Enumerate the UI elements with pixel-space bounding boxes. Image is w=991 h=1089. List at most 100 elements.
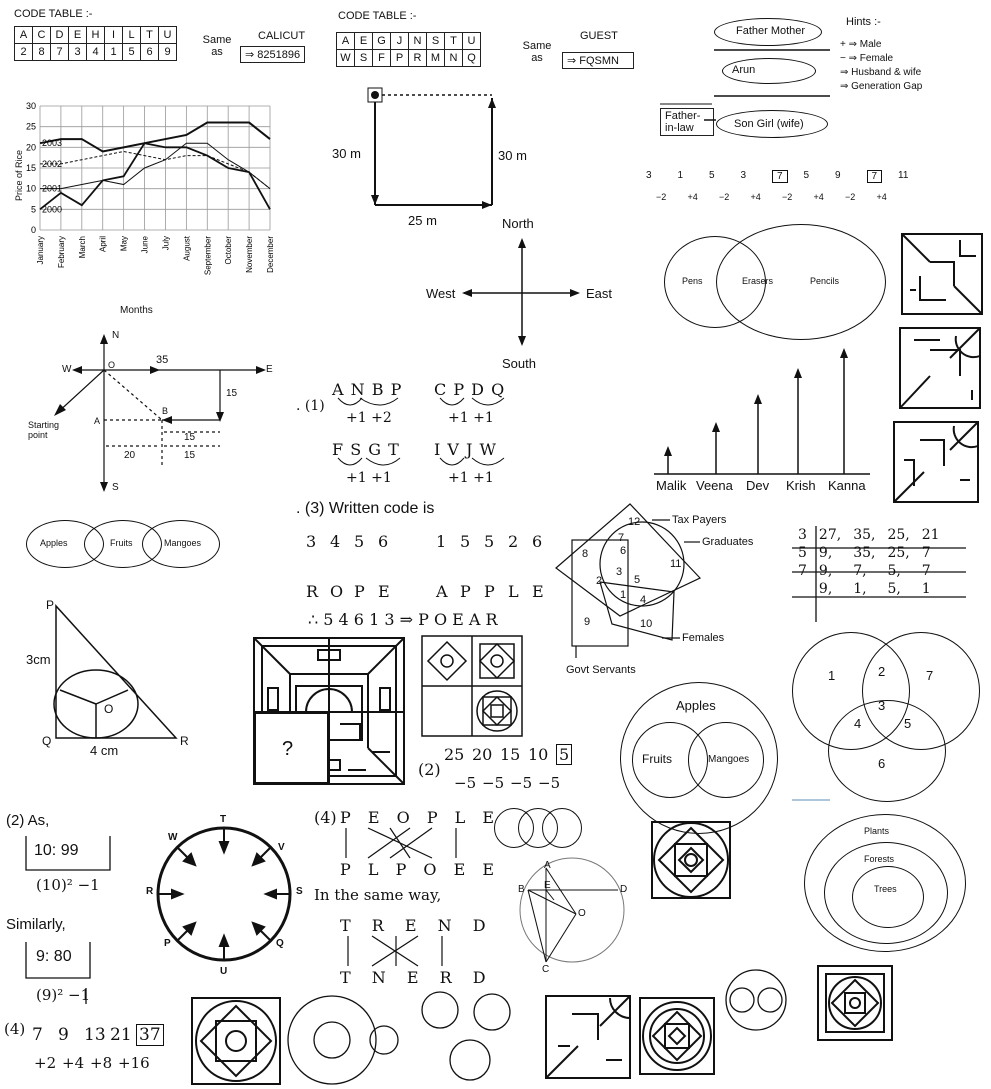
- chart-series-label: 2001: [42, 184, 62, 194]
- rect-bottom-label: 25 m: [408, 213, 437, 228]
- series1-term: 3: [740, 170, 747, 181]
- chart-ytick: 20: [26, 142, 36, 152]
- series3-term: 9: [58, 1025, 69, 1045]
- venn3-number: 5: [904, 716, 912, 731]
- chart-ytick: 0: [31, 225, 36, 235]
- clock-q: Q: [276, 938, 284, 949]
- clock-r: R: [146, 886, 154, 897]
- clock-w: W: [168, 832, 178, 843]
- people-top: P E O P L E: [340, 808, 501, 827]
- height-veena: Veena: [696, 478, 733, 493]
- division-cell: 9,: [818, 563, 833, 579]
- division-cell: 35,: [853, 545, 876, 561]
- chart-series-line: [40, 142, 271, 190]
- letters-g2-diff: +1 +1: [448, 410, 494, 426]
- people-num: (4): [314, 808, 337, 827]
- question-mark: ?: [282, 738, 294, 760]
- division-cell: 27,: [818, 527, 842, 543]
- division-cell: 7: [921, 545, 931, 561]
- chart-series-line: [39, 121, 271, 153]
- chart-xtick: October: [224, 236, 233, 265]
- dir-w: W: [62, 364, 72, 375]
- series2-term: 20: [472, 745, 493, 764]
- code2-code-0: W: [336, 49, 355, 67]
- analogy-pair-2: 9: 80: [36, 948, 72, 965]
- couple-oval: [716, 110, 828, 138]
- dir-b: B: [162, 406, 169, 416]
- code-char: 4: [330, 532, 341, 551]
- forests-label: Forests: [864, 854, 895, 864]
- females-label: Females: [682, 632, 725, 644]
- venn-mangoes-label: Mangoes: [164, 538, 202, 548]
- dir-start: Starting point: [28, 420, 60, 440]
- venn3-number: 2: [878, 664, 886, 679]
- code2-code-7: Q: [462, 49, 481, 67]
- series2-diff: −5: [454, 774, 477, 792]
- chart-ytick: 25: [26, 122, 36, 132]
- code-char: A: [436, 582, 448, 601]
- series3-term: 37: [136, 1024, 164, 1046]
- mangoes-inner-label: Mangoes: [708, 754, 750, 765]
- tri-q: Q: [42, 734, 52, 748]
- geo-c: C: [542, 964, 550, 975]
- venn3-number: 4: [854, 716, 862, 731]
- series-3-num: (4): [4, 1020, 26, 1038]
- plants-label: Plants: [864, 826, 890, 836]
- code-char: 6: [378, 532, 389, 551]
- venn3-number: 7: [926, 668, 934, 683]
- plants-circle: [804, 814, 966, 952]
- series1-diff: −2: [656, 192, 667, 202]
- code-char: E: [532, 582, 544, 601]
- letters-g1-diff: +1 +2: [346, 410, 392, 426]
- chart-xtick: August: [182, 235, 191, 261]
- division-cell: 21: [921, 527, 940, 543]
- series1-term: 7: [866, 170, 883, 183]
- series3-diff: +2: [34, 1054, 57, 1072]
- series1-diff: −2: [845, 192, 856, 202]
- venn-pencils-label: Pencils: [810, 276, 840, 286]
- venn-pencils: [716, 224, 886, 340]
- series2-term: 5: [556, 744, 573, 765]
- chart-ytick: 5: [31, 204, 36, 214]
- venn-pens-label: Pens: [682, 276, 703, 286]
- dir-s: S: [112, 482, 119, 493]
- tri-base: 4 cm: [90, 743, 119, 758]
- code-char: 1: [436, 532, 447, 551]
- dir-35: 35: [156, 354, 169, 366]
- series1-term: 11: [898, 170, 909, 181]
- people-same-way: In the same way,: [314, 886, 442, 904]
- analogy-as: (2) As,: [6, 812, 50, 829]
- division-cell: 9,: [818, 545, 833, 561]
- compass-south: South: [502, 356, 536, 371]
- code-char: 5: [484, 532, 495, 551]
- letters-g2: C P D Q: [434, 380, 506, 399]
- letters-1-num: . (1): [296, 398, 325, 414]
- tax-venn-number: 1: [620, 589, 627, 601]
- chart-ytick: 10: [26, 184, 36, 194]
- fruits-inner-label: Fruits: [642, 752, 672, 766]
- couple-label: Son Girl (wife): [734, 118, 804, 130]
- venn3-number: 1: [828, 668, 836, 683]
- chart-ytick: 15: [26, 163, 36, 173]
- arun-label: Arun: [732, 64, 756, 76]
- tax-venn-number: 8: [582, 548, 589, 560]
- division-cell: 9,: [818, 581, 833, 597]
- letters-g1: A N B P: [332, 380, 403, 399]
- series3-term: 21: [110, 1025, 132, 1045]
- height-dev: Dev: [746, 478, 770, 493]
- arun-oval: [722, 58, 816, 84]
- tri-o: O: [104, 702, 114, 716]
- govt-servants-label: Govt Servants: [566, 664, 636, 676]
- series3-term: 13: [84, 1025, 106, 1045]
- dir-20: 20: [124, 450, 136, 461]
- code-char: 3: [306, 532, 317, 551]
